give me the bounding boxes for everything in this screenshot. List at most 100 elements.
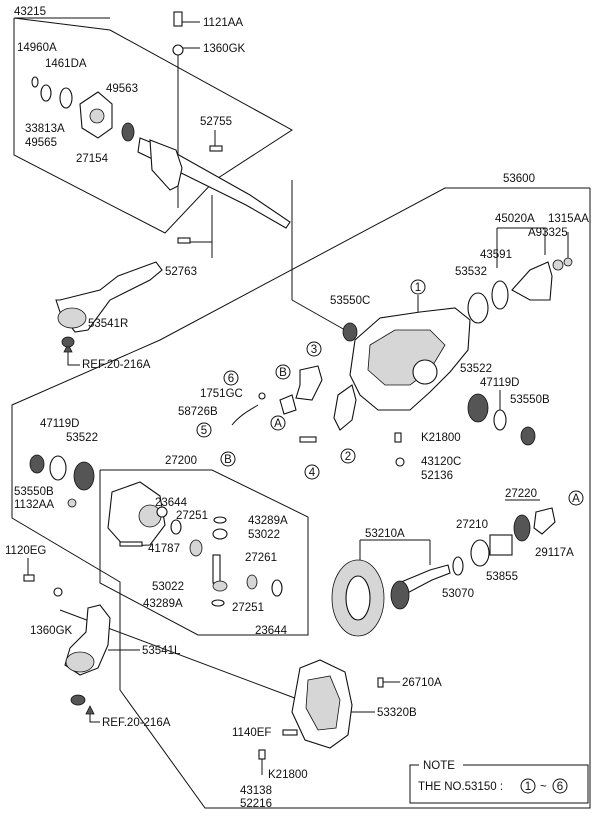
label-49565: 49565	[25, 137, 57, 149]
label-43215: 43215	[14, 6, 46, 18]
flange-29117A	[533, 507, 556, 535]
label-33813A: 33813A	[25, 123, 65, 135]
washer-23644-top	[156, 506, 168, 518]
ring-gear-inner	[345, 575, 371, 621]
label-27200: 27200	[165, 455, 197, 467]
label-45020A: 45020A	[495, 213, 535, 225]
callout-A-right	[568, 490, 584, 506]
label-1140EF: 1140EF	[232, 727, 271, 739]
wire-5	[231, 404, 259, 426]
note-title: NOTE	[423, 760, 455, 772]
label-52136: 52136	[421, 470, 453, 482]
note-box	[409, 764, 589, 804]
label-27261: 27261	[245, 552, 277, 564]
seal-53550C	[342, 322, 358, 342]
label-53550B-right: 53550B	[510, 394, 550, 406]
label-ref-top: REF.20-216A	[82, 359, 151, 371]
bracket-27154-hole	[89, 108, 105, 124]
label-27251-top: 27251	[176, 510, 208, 522]
label-53550B-left: 53550B	[14, 486, 54, 498]
gear-53022-top	[212, 528, 228, 540]
spacer-53855	[489, 534, 513, 556]
ring-47119D-left	[49, 455, 67, 481]
bolt-4	[299, 436, 317, 443]
label-1360GK-left: 1360GK	[30, 625, 73, 637]
label-1751GC: 1751GC	[200, 388, 243, 400]
washer-43289A-top	[213, 516, 227, 524]
bracket-3	[295, 365, 323, 401]
washer-27251-top	[170, 519, 182, 535]
shaft-27261	[212, 554, 221, 584]
ref-arrowhead-bot	[85, 705, 95, 715]
nut-1360GK	[172, 44, 184, 56]
note-range-end-circle	[552, 778, 568, 794]
label-27220: 27220	[505, 488, 537, 500]
ref-arrow-top	[67, 350, 80, 366]
label-1315AA: 1315AA	[548, 213, 589, 225]
ring-53070	[452, 556, 464, 576]
label-1132AA: 1132AA	[14, 499, 54, 511]
label-47119D-left: 47119D	[40, 418, 79, 430]
label-53541R: 53541R	[88, 318, 128, 330]
label-A93325: A93325	[528, 227, 568, 239]
bolt-26710A	[377, 677, 384, 688]
label-27154: 27154	[76, 153, 109, 165]
nut-A93325	[552, 259, 564, 271]
callout-3-text: 3	[311, 344, 317, 356]
label-43138: 43138	[240, 785, 272, 797]
pin-41787	[119, 541, 143, 547]
callout-4	[304, 464, 320, 480]
label-52763: 52763	[165, 266, 197, 278]
label-53022-bot: 53022	[152, 581, 184, 593]
note-range-start: 1	[525, 781, 531, 793]
note-range-start-circle	[520, 778, 536, 794]
note-range-end: 6	[557, 781, 563, 793]
group-53600-outline	[11, 187, 591, 809]
bolt-52763	[177, 237, 191, 244]
bolt-1121AA	[173, 11, 183, 27]
bushing-53541L	[65, 651, 95, 673]
callout-2	[340, 448, 356, 464]
cover-ribs	[305, 675, 341, 731]
label-27210: 27210	[456, 519, 488, 531]
callout-1	[410, 279, 426, 295]
ring-33813A	[40, 84, 52, 102]
housing-port	[412, 359, 438, 385]
label-43591: 43591	[480, 249, 512, 261]
label-K21800-mid: K21800	[421, 432, 461, 444]
label-23644-top: 23644	[155, 497, 188, 509]
washer-23644-bot	[271, 579, 283, 597]
note-text: THE NO.53150 :	[418, 781, 503, 793]
ref-arrow-bot	[89, 712, 100, 723]
callout-B-top-text: B	[279, 367, 287, 379]
clip-6	[258, 392, 266, 400]
gear-53022-bot	[212, 580, 228, 592]
callout-2-text: 2	[345, 451, 351, 463]
callout-5-text: 5	[201, 425, 207, 437]
label-53022-top: 53022	[248, 529, 280, 541]
seal-53550B-right	[520, 426, 536, 446]
label-29117A: 29117A	[535, 547, 574, 559]
bolt-1120EG	[23, 574, 35, 582]
label-1121AA: 1121AA	[203, 17, 243, 29]
callout-A-left-text: A	[274, 418, 282, 430]
bearing-27220	[513, 514, 531, 542]
bearing-27210	[470, 539, 490, 567]
label-41787: 41787	[148, 543, 180, 555]
label-ref-bot: REF.20-216A	[102, 717, 171, 729]
label-27251-bot: 27251	[232, 602, 264, 614]
diff-case-27200	[107, 481, 166, 547]
callout-B-bot	[220, 451, 236, 467]
label-23644-bot: 23644	[255, 625, 288, 637]
callout-B-top	[275, 364, 291, 380]
callout-3	[306, 341, 322, 357]
seal-53550B-left	[29, 454, 45, 474]
callout-6	[223, 370, 239, 386]
label-43289A-bot: 43289A	[143, 598, 183, 610]
ref-arrowhead-top	[63, 343, 73, 353]
label-49563: 49563	[106, 83, 138, 95]
clip-B	[279, 394, 297, 415]
label-53600: 53600	[503, 173, 535, 185]
bolt-K21800-bot	[258, 749, 266, 760]
gear-27261	[189, 539, 203, 557]
